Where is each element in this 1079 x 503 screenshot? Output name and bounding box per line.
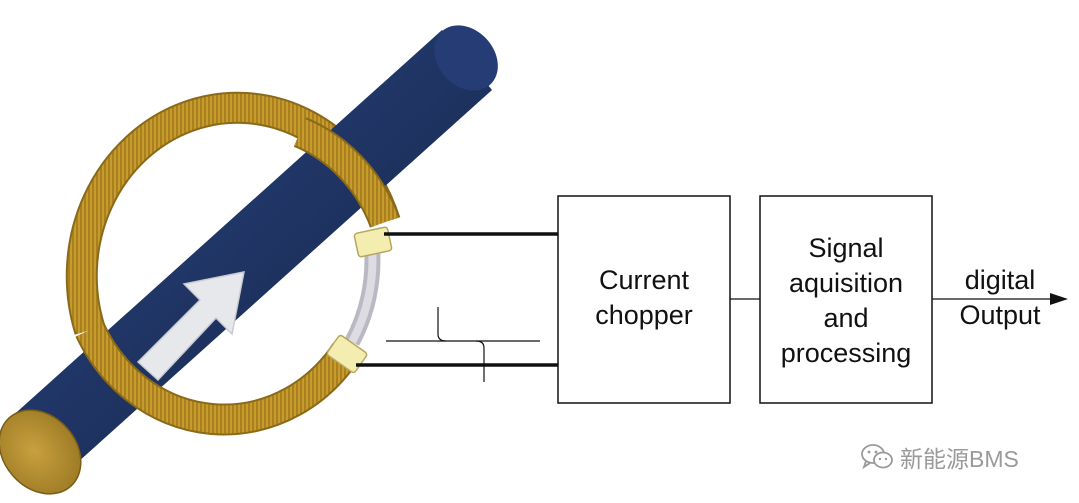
current-chopper-line: chopper [595,300,693,330]
watermark-text: 新能源BMS [900,446,1019,472]
rogowski-coil-front [75,117,400,436]
watermark: 新能源BMS [860,440,1019,474]
current-chopper-box [557,195,731,404]
conductor-end-cap [0,409,82,495]
digital-output-line: Output [959,300,1041,330]
signal-processing-line: and [823,303,869,333]
signal-processing-box [759,195,933,404]
current-chopper-label: Current chopper [558,263,730,333]
current-direction-arrow [136,271,245,382]
signal-processing-line: aquisition [788,268,904,298]
signal-processing-line: Signal [808,233,884,263]
signal-processing-line: processing [780,338,912,368]
current-chopper-line: Current [598,265,690,295]
signal-brace [386,307,540,382]
digital-output-label: digital Output [940,263,1060,333]
output-arrowhead [1050,293,1068,305]
coil-clip-top [353,226,393,258]
signal-processing-label: Signal aquisition and processing [760,231,932,371]
digital-output-line: digital [964,265,1036,295]
wechat-icon [861,444,893,470]
